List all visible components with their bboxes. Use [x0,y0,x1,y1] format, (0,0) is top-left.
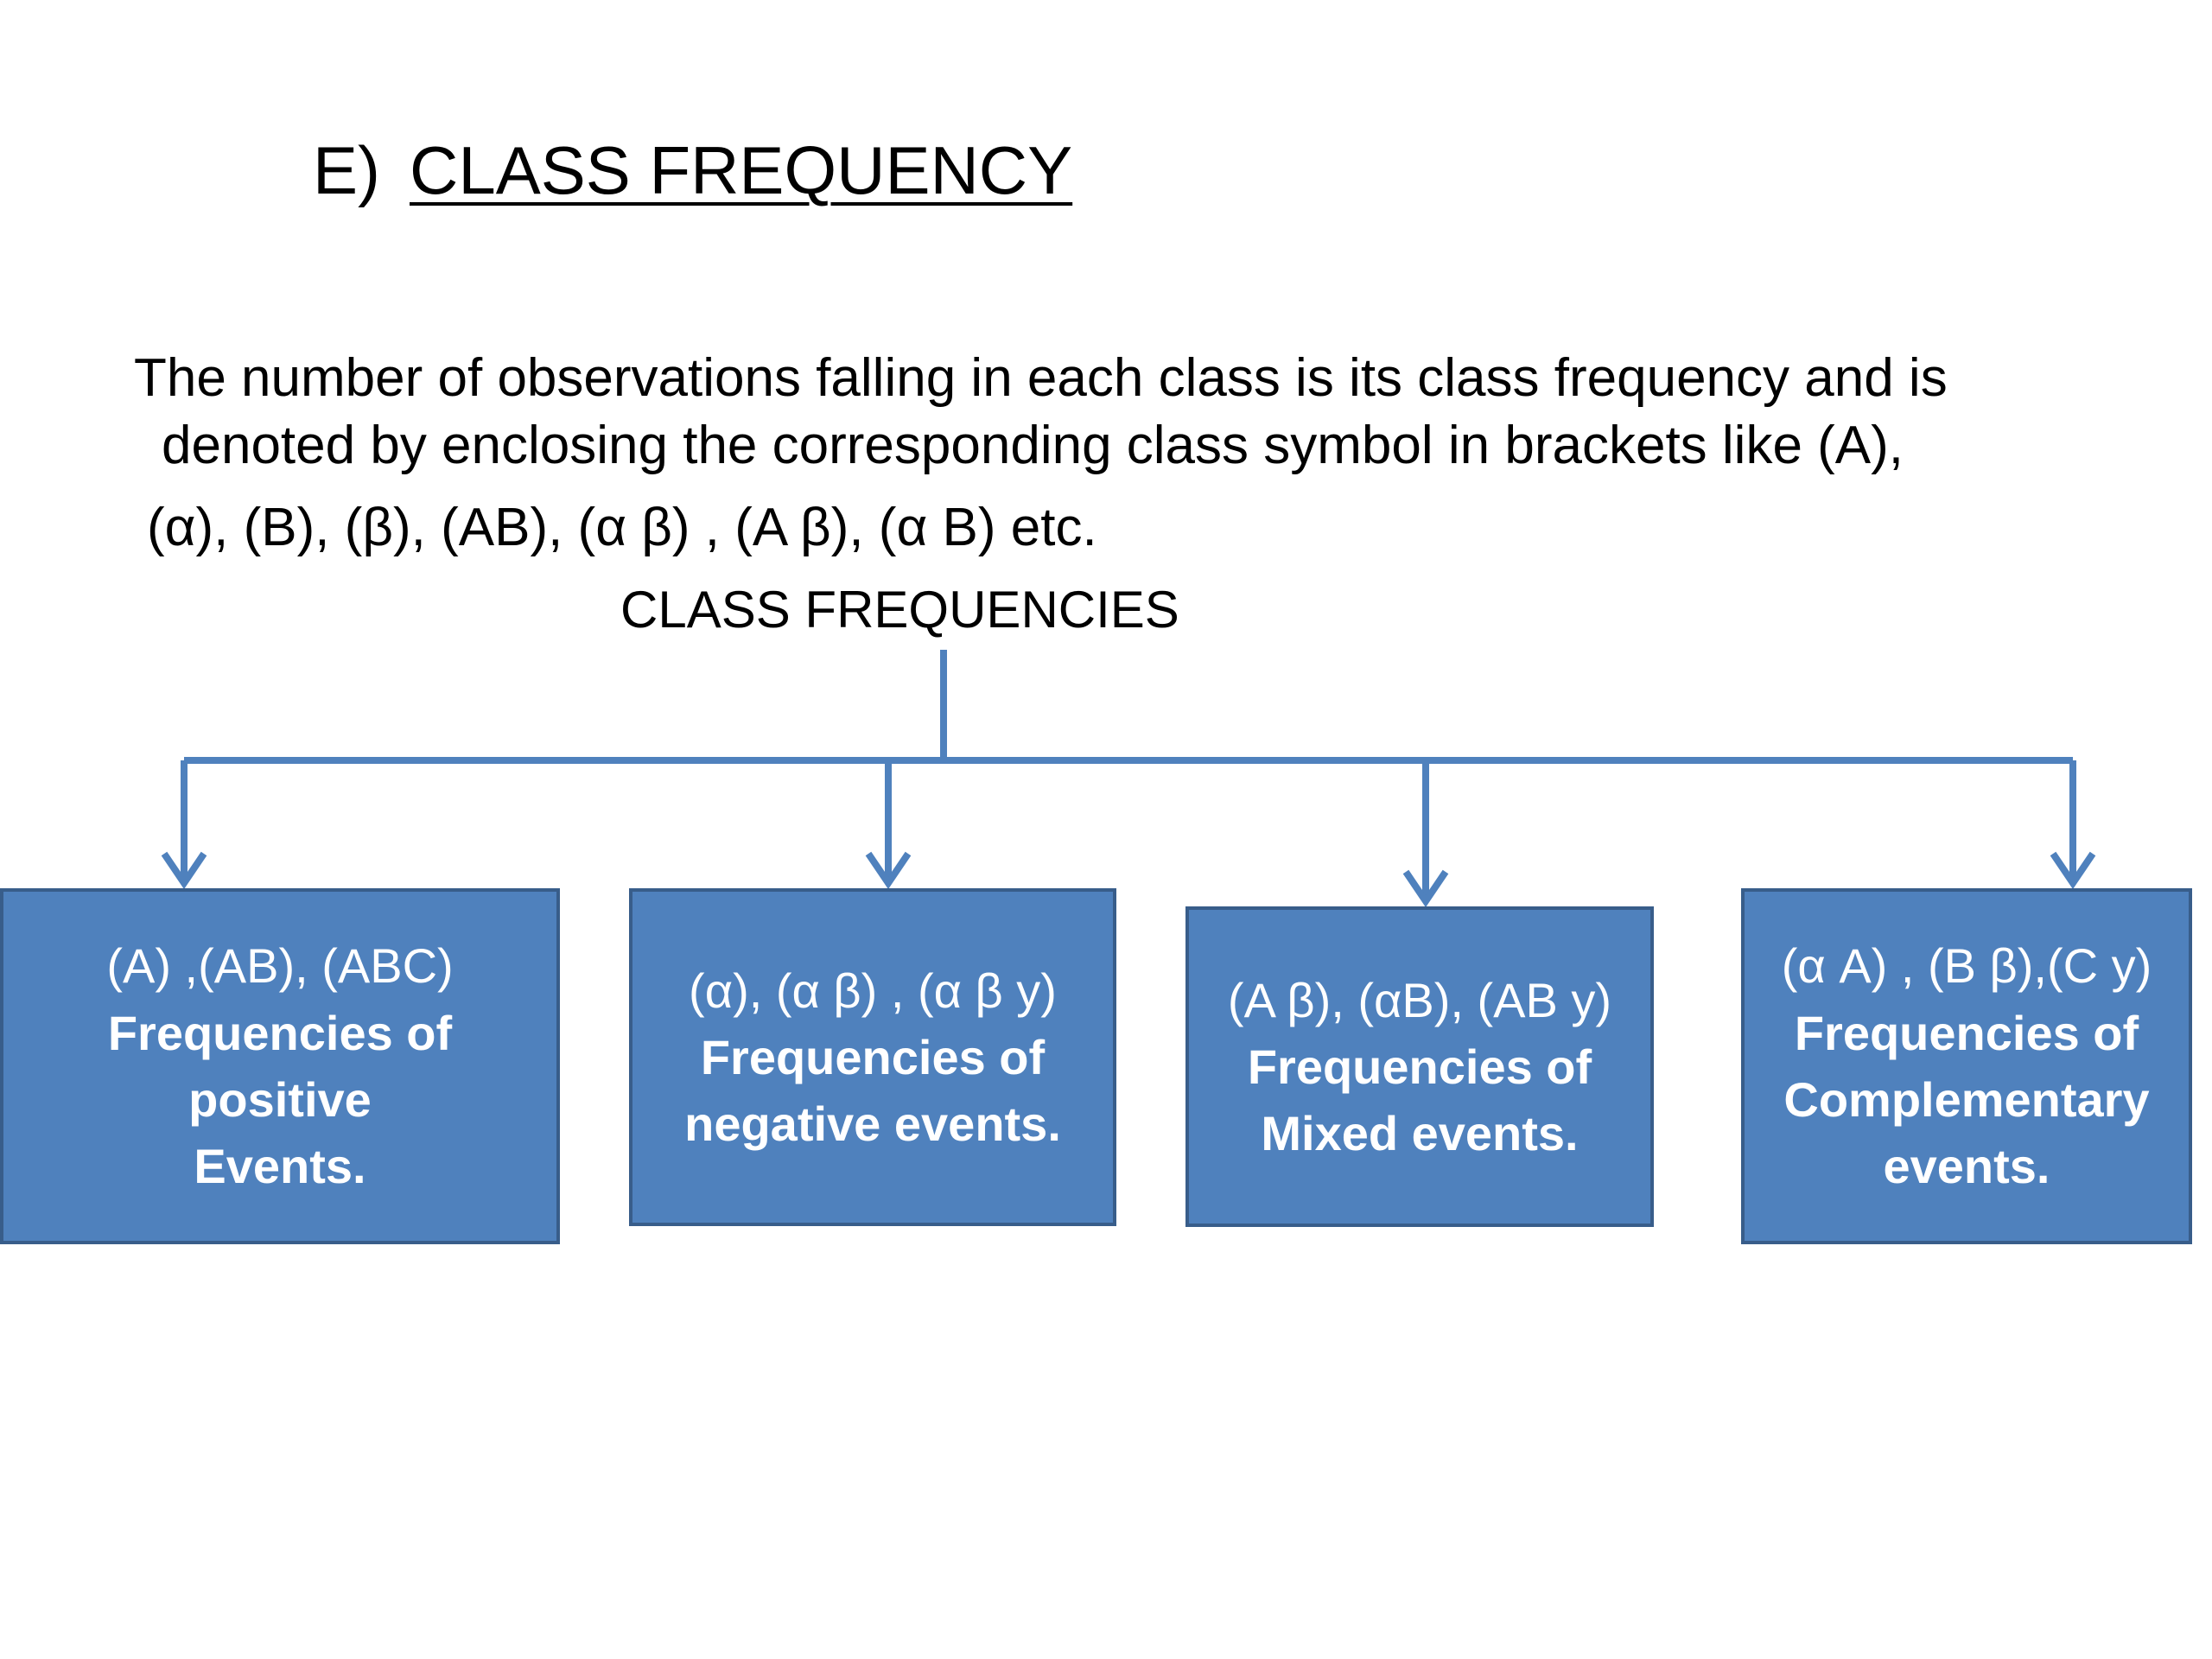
heading-title: CLASS FREQUENCY [410,132,1073,208]
branch-arrow-4 [2050,760,2096,890]
box-symbols: (A) ,(AB), (ABC) [106,938,454,994]
box-description: Frequencies of positive Events. [107,1005,453,1194]
branch-arrow-1 [161,760,207,890]
diagram-root-label: CLASS FREQUENCIES [620,581,1179,639]
mixed-events-box: (A β), (αB), (AB y) Frequencies of Mixed… [1185,906,1654,1227]
branch-arrow-3 [1402,760,1449,908]
definition-line-1: The number of observations falling in ea… [134,348,1948,408]
box-symbols: (α A) , (B β),(C y) [1781,938,2152,994]
definition-line-2: denoted by enclosing the corresponding c… [162,416,1904,475]
heading-marker: E) [313,132,380,208]
slide-heading: E)CLASS FREQUENCY [313,137,1072,204]
negative-events-box: (α), (α β) , (α β y) Frequencies of nega… [629,888,1116,1226]
positive-events-box: (A) ,(AB), (ABC) Frequencies of positive… [0,888,560,1244]
box-description: Frequencies of Complementary events. [1783,1005,2150,1194]
box-symbols: (A β), (αB), (AB y) [1227,972,1612,1027]
box-symbols: (α), (α β) , (α β y) [689,963,1057,1018]
complementary-events-box: (α A) , (B β),(C y) Frequencies of Compl… [1741,888,2192,1244]
definition-line-3: (α), (B), (β), (AB), (α β) , (A β), (α B… [147,498,1097,557]
box-description: Frequencies of Mixed events. [1247,1039,1592,1161]
box-description: Frequencies of negative events. [684,1029,1061,1152]
branch-arrow-2 [865,760,912,890]
